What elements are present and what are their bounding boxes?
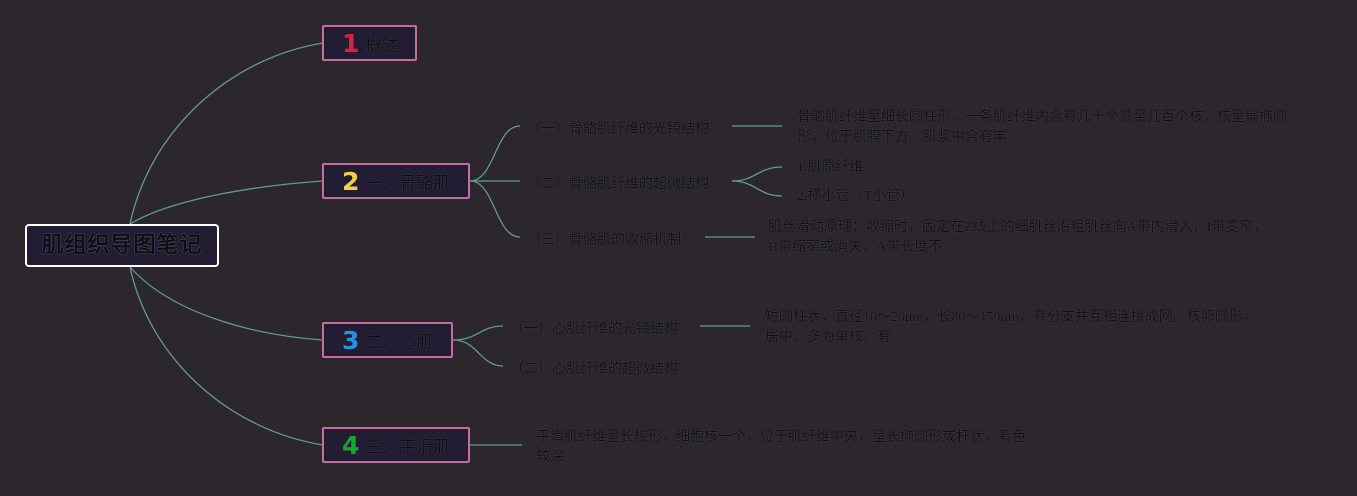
topic-number-badge: 3 bbox=[342, 325, 360, 355]
topic-label: 概述 bbox=[365, 35, 400, 56]
topic-label: 二、心肌 bbox=[365, 332, 434, 353]
detail-t-tubule[interactable]: 2.横小管（T小管） bbox=[797, 189, 915, 204]
subtopic-skeletal-contraction[interactable]: （三）骨骼肌的收缩机制 bbox=[527, 233, 681, 248]
topic-smooth-muscle[interactable]: 4 三、平滑肌 bbox=[322, 427, 470, 463]
connector-topic2-sub1 bbox=[469, 125, 521, 182]
root-node[interactable]: 肌组织导图笔记 bbox=[25, 224, 219, 267]
connector-root-topic2 bbox=[129, 180, 324, 225]
connector-root-topic3 bbox=[129, 266, 324, 341]
connector-topic3-sub1 bbox=[452, 325, 504, 341]
detail-myofibril[interactable]: 1.肌原纤维 bbox=[797, 160, 864, 175]
detail-smooth-muscle[interactable]: 平滑肌纤维呈长梭形，细胞核一个，位于肌纤维中央，呈长椭圆形或杆状，着色较深 bbox=[536, 430, 1026, 465]
detail-skeletal-light-structure[interactable]: 骨骼肌纤维呈细长圆柱形，一条肌纤维内含有几十个甚至几百个核，核呈扁椭圆形，位于肌… bbox=[797, 110, 1287, 145]
topic-number-badge: 1 bbox=[342, 28, 360, 58]
topic-label: 三、平滑肌 bbox=[365, 437, 451, 458]
detail-sliding-filament[interactable]: 肌丝滑动原理：收缩时，固定在Z线上的细肌丝沿粗肌丝向A带内滑入，I带变窄，H带缩… bbox=[768, 220, 1268, 255]
connector-root-topic1 bbox=[129, 42, 324, 225]
detail-cardiac-light-structure[interactable]: 短圆柱状，直径10～20μm，长80～150μm，有分支并互相连接成网。核卵圆形… bbox=[765, 310, 1257, 345]
subtopic-cardiac-ultrastructure[interactable]: （二）心肌纤维的超微结构 bbox=[510, 362, 678, 377]
topic-overview[interactable]: 1 概述 bbox=[322, 25, 417, 61]
topic-label: 一、骨骼肌 bbox=[365, 173, 451, 194]
connector-topic2-sub3 bbox=[469, 180, 521, 238]
topic-cardiac-muscle[interactable]: 3 二、心肌 bbox=[322, 322, 453, 358]
connector-root-topic4 bbox=[129, 266, 324, 446]
subtopic-skeletal-light-structure[interactable]: （一）骨骼肌纤维的光镜结构 bbox=[527, 122, 709, 137]
topic-skeletal-muscle[interactable]: 2 一、骨骼肌 bbox=[322, 163, 470, 199]
connector-sub2-detail1 bbox=[731, 166, 783, 182]
connector-topic3-sub2 bbox=[452, 339, 504, 367]
topic-number-badge: 2 bbox=[342, 166, 360, 196]
subtopic-cardiac-light-structure[interactable]: （一）心肌纤维的光镜结构 bbox=[510, 322, 678, 337]
topic-number-badge: 4 bbox=[342, 430, 360, 460]
connector-sub2-detail2 bbox=[731, 180, 783, 197]
subtopic-skeletal-ultrastructure[interactable]: （二）骨骼肌纤维的超微结构 bbox=[527, 177, 709, 192]
